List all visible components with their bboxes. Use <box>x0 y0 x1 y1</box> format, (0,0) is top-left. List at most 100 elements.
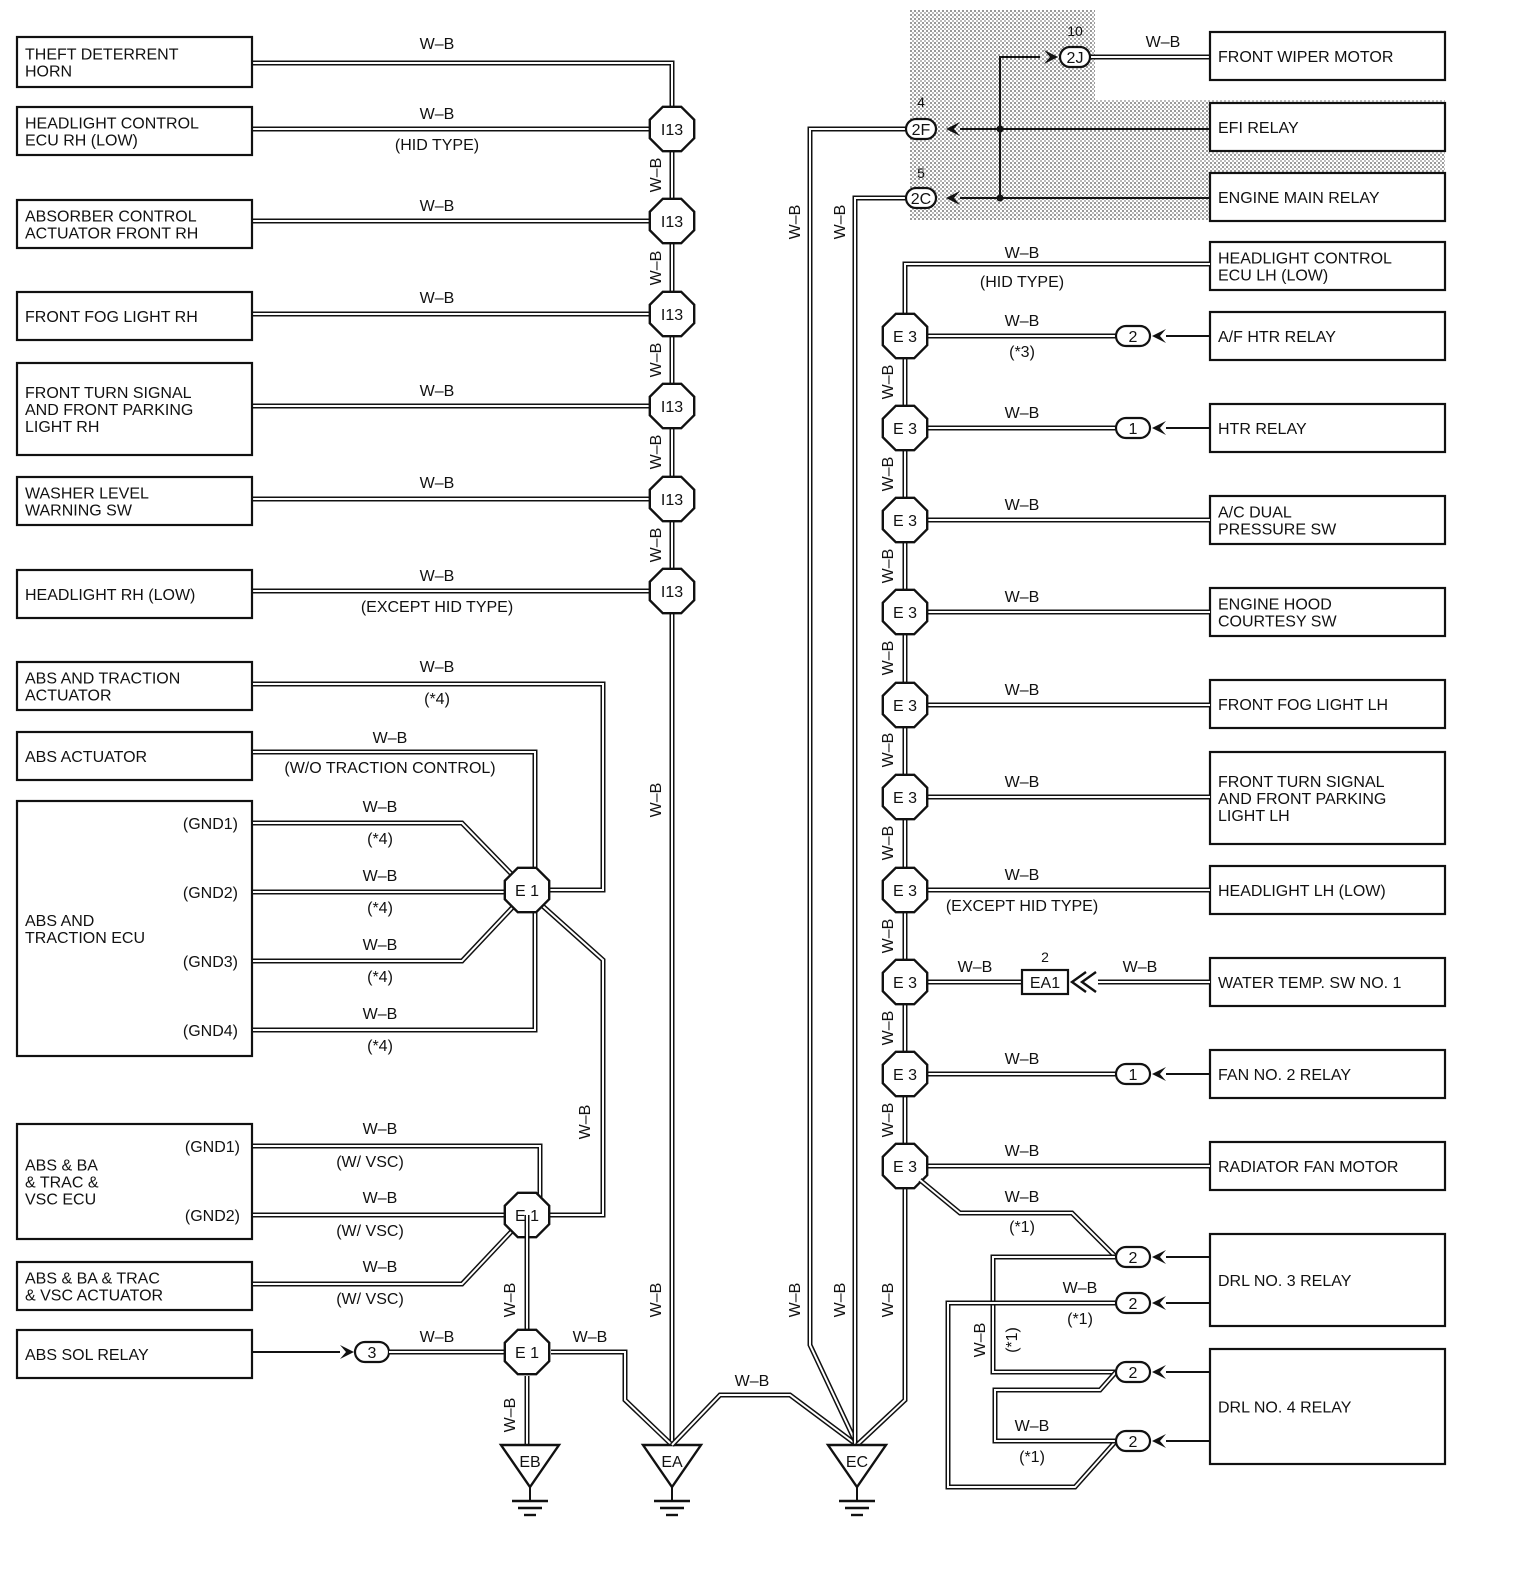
junction-i13-3 <box>648 382 696 430</box>
front-wiper-motor-box <box>1208 30 1447 82</box>
junction-e3-2 <box>881 496 929 544</box>
connector-2f-text: 2F <box>912 122 931 139</box>
headlight-ecu-lh-label-0: HEADLIGHT CONTROL <box>1218 251 1392 268</box>
wire-color-label: W–B <box>420 568 455 585</box>
hood-sw-label-1: COURTESY SW <box>1218 614 1337 631</box>
ec-trunk-e3-core <box>856 1165 906 1446</box>
junction-i13-2-text: I13 <box>661 307 683 324</box>
wire-color-label: W–B <box>1146 34 1181 51</box>
wire-color-label: W–B <box>420 198 455 215</box>
connector-2-drl-2 <box>1114 1360 1152 1384</box>
theft-horn-label-1: HORN <box>25 64 72 81</box>
drl-a-wire-core <box>919 1179 1117 1258</box>
absorber-rh-label-1: ACTUATOR FRONT RH <box>25 226 198 243</box>
headlight-lh-low-box <box>1208 864 1447 916</box>
drl-loop-3 <box>992 1370 1118 1444</box>
gnd4-wire-core <box>253 892 536 1031</box>
junction-e3-6-text: E 3 <box>893 883 917 900</box>
pin-gnd4: (GND4) <box>183 1023 238 1040</box>
vsc-act-label-0: ABS & BA & TRAC <box>25 1271 160 1288</box>
drl-loop-3-core <box>994 1371 1117 1442</box>
wire-color-label-vertical: W–B <box>880 549 897 584</box>
note-star4: (*4) <box>424 691 450 708</box>
drl-loop-1-core <box>992 1256 1116 1373</box>
ground-ec-text: EC <box>846 1454 868 1471</box>
wire-color-label: W–B <box>420 475 455 492</box>
connector-2-drl-3-text: 2 <box>1129 1434 1138 1451</box>
junction-i13-0 <box>648 105 696 153</box>
abs-act-label-0: ABS ACTUATOR <box>25 749 147 766</box>
connector-1 <box>1114 1062 1152 1086</box>
turn-lh-label-1: AND FRONT PARKING <box>1218 791 1386 808</box>
wire-color-label-vertical: W–B <box>577 1105 594 1140</box>
note-hid-type: (HID TYPE) <box>980 274 1064 291</box>
pin-gnd1: (GND1) <box>185 1139 240 1156</box>
pin-gnd1: (GND1) <box>183 816 238 833</box>
e3-trunk-core <box>904 263 1210 1165</box>
note-except-hid: (EXCEPT HID TYPE) <box>361 599 513 616</box>
junction-e3-0 <box>881 312 929 360</box>
htr-arrow <box>1152 421 1166 435</box>
wire-color-label: W–B <box>363 1006 398 1023</box>
connector-2-drl-1 <box>1114 1291 1152 1315</box>
wire-color-label-vertical: W–B <box>880 1011 897 1046</box>
wire-color-label: W–B <box>1005 682 1040 699</box>
wire-color-label: W–B <box>1015 1418 1050 1435</box>
wire-color-label-vertical: W–B <box>648 251 665 286</box>
note-w-vsc: (W/ VSC) <box>336 1154 404 1171</box>
efi-relay-box <box>1208 101 1447 153</box>
drl-arrow <box>1152 1296 1166 1310</box>
wire-color-label: W–B <box>958 959 993 976</box>
wire-color-label-vertical: W–B <box>972 1323 989 1358</box>
wire-color-label: W–B <box>373 730 408 747</box>
wire-color-label-vertical: W–B <box>880 826 897 861</box>
junction-e3-6 <box>881 866 929 914</box>
ec-trunk-2f-core <box>809 128 935 1446</box>
connector-2-drl-0 <box>1114 1245 1152 1269</box>
note-star4: (*4) <box>367 969 393 986</box>
htr-relay-box <box>1208 402 1447 454</box>
vsc-ecu-label-0: ABS & BA <box>25 1158 98 1175</box>
vsc-act-wire-core <box>253 1214 528 1285</box>
drl-arrow <box>1152 1250 1166 1264</box>
wire-color-label-vertical: W–B <box>832 1283 849 1318</box>
front-wiper-motor-label-0: FRONT WIPER MOTOR <box>1218 49 1393 66</box>
junction-e3-5-text: E 3 <box>893 790 917 807</box>
turn-rh-label-0: FRONT TURN SIGNAL <box>25 385 192 402</box>
wire-color-label: W–B <box>420 36 455 53</box>
pin-number: 10 <box>1067 23 1083 39</box>
engine-main-relay-box <box>1208 171 1447 223</box>
connector-2j-text: 2J <box>1067 50 1084 67</box>
ac-dual-sw-box <box>1208 494 1447 546</box>
connector-2-drl-0-text: 2 <box>1129 1250 1138 1267</box>
turn-lh-label-0: FRONT TURN SIGNAL <box>1218 774 1385 791</box>
washer-label-0: WASHER LEVEL <box>25 486 149 503</box>
junction-e3-0-text: E 3 <box>893 329 917 346</box>
wire-color-label-vertical: W–B <box>880 1103 897 1138</box>
wire-color-label: W–B <box>420 106 455 123</box>
abs-trac-act-wire-core <box>253 683 604 891</box>
headlight-ecu-rh-label-0: HEADLIGHT CONTROL <box>25 116 199 133</box>
turn-rh-box <box>15 361 254 457</box>
junction-e3-7-text: E 3 <box>893 975 917 992</box>
wire-color-label: W–B <box>363 868 398 885</box>
junction-e3-3-text: E 3 <box>893 605 917 622</box>
note-star4: (*4) <box>367 900 393 917</box>
theft-horn-label-0: THEFT DETERRENT <box>25 47 179 64</box>
turn-lh-box <box>1208 750 1447 846</box>
headlight-rh-low-label-0: HEADLIGHT RH (LOW) <box>25 587 195 604</box>
abs-trac-ecu-label-0: ABS AND <box>25 913 94 930</box>
drl-loop-1 <box>990 1254 1116 1375</box>
note-star1: (*1) <box>1067 1311 1093 1328</box>
junction-e3-5 <box>881 773 929 821</box>
turn-rh-label-1: AND FRONT PARKING <box>25 402 193 419</box>
wire-color-label-vertical: W–B <box>880 733 897 768</box>
abs-act-box <box>15 730 254 782</box>
gnd3-wire-core <box>253 891 528 962</box>
theft-horn-box <box>15 35 254 89</box>
water-temp-sw-box <box>1208 956 1447 1008</box>
headlight-rh-low-box <box>15 568 254 620</box>
note-star4: (*4) <box>367 831 393 848</box>
wire-color-label-vertical: W–B <box>880 1283 897 1318</box>
e1-to-e1-wire-core <box>526 891 604 1216</box>
